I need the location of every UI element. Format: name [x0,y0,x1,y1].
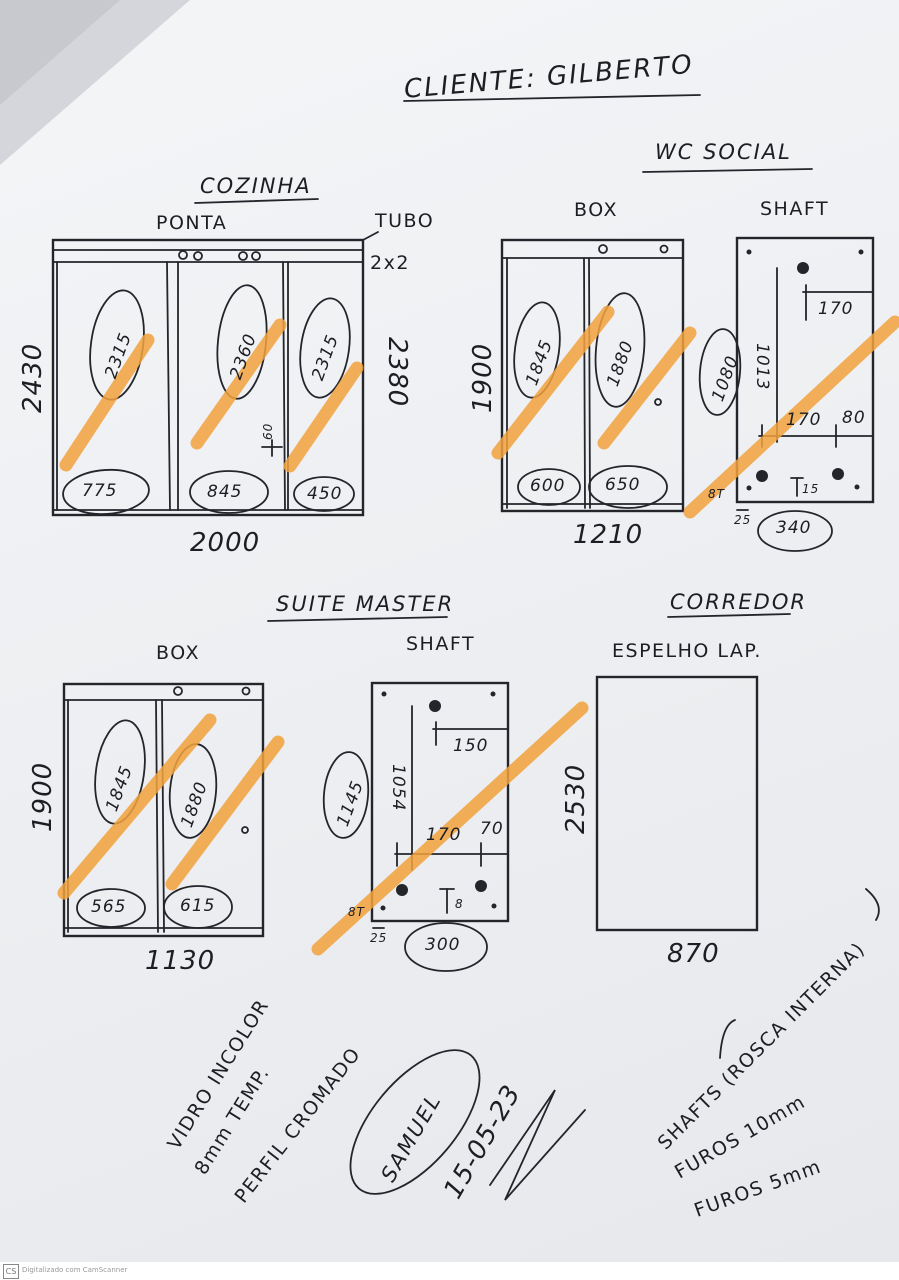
cozinha-panel-width-3: 450 [307,484,343,504]
suite-shaft-dim-bottom: 8 [455,897,464,911]
suite-box-width: 1130 [145,946,216,976]
cozinha-panel-width-2: 845 [207,482,243,502]
section-wc-social: WC SOCIAL [655,140,792,164]
wc-shaft-dim-mid-left: 170 [786,410,822,430]
suite-shaft-label: SHAFT [406,633,476,655]
section-cozinha: COZINHA [200,174,312,198]
cozinha-tubo-size: 2x2 [370,252,410,274]
wc-shaft-label: SHAFT [760,198,830,220]
suite-shaft-height-inner: 1054 [388,764,408,812]
scanner-watermark: CS Digitalizado com CamScanner [0,1262,899,1280]
suite-box-label: BOX [156,642,200,664]
signature-strokes [349,888,880,1201]
cozinha-ponta-label: PONTA [156,212,228,234]
wc-shaft-dim-mid-right: 80 [842,408,866,428]
cozinha-mark: 60 [261,422,275,440]
cozinha-tubo-label: TUBO [375,210,435,232]
wc-shaft-dim-top: 170 [818,299,854,319]
wc-box-width: 1210 [573,520,644,550]
wc-shaft-foot: 25 [734,513,752,527]
suite-box-height: 1900 [28,761,58,832]
cozinha-height-left: 2430 [18,342,48,413]
mirror-width: 870 [667,939,720,969]
suite-shaft-side-left: 8T [348,905,365,919]
wc-box-panel-width-2: 650 [605,475,641,495]
suite-shaft-width: 300 [425,935,461,955]
suite-box-panel-width-2: 615 [180,896,216,916]
wc-shaft-width: 340 [776,518,812,538]
wc-box-panel-width-1: 600 [530,476,566,496]
wc-box-drawing [500,238,685,513]
wc-shaft-side-left: 8T [708,487,725,501]
section-suite-master: SUITE MASTER [276,592,455,616]
wc-shaft-height-inner: 1013 [752,343,772,391]
wc-box-label: BOX [574,199,618,221]
wc-box-height: 1900 [468,342,498,413]
mirror-outline [595,675,759,932]
cozinha-width: 2000 [190,528,261,558]
suite-shaft-dim-top: 150 [453,736,489,756]
scanner-watermark-text: Digitalizado com CamScanner [22,1266,128,1274]
cozinha-height-right: 2380 [382,337,412,408]
suite-shaft-dim-mid-right: 70 [480,819,504,839]
wc-shaft-dim-bottom: 15 [802,482,820,496]
suite-shaft-foot: 25 [370,931,388,945]
suite-shaft-drawing [322,681,510,972]
highlighter-strokes [57,305,899,956]
suite-shaft-dim-mid-left: 170 [426,825,462,845]
mirror-label: ESPELHO LAP. [612,640,762,662]
suite-box-panel-width-1: 565 [91,897,127,917]
section-corredor: CORREDOR [670,590,807,614]
cozinha-drawing [51,231,379,517]
cozinha-panel-width-1: 775 [82,481,118,501]
scanner-badge: CS [3,1264,19,1279]
mirror-height: 2530 [561,763,591,834]
